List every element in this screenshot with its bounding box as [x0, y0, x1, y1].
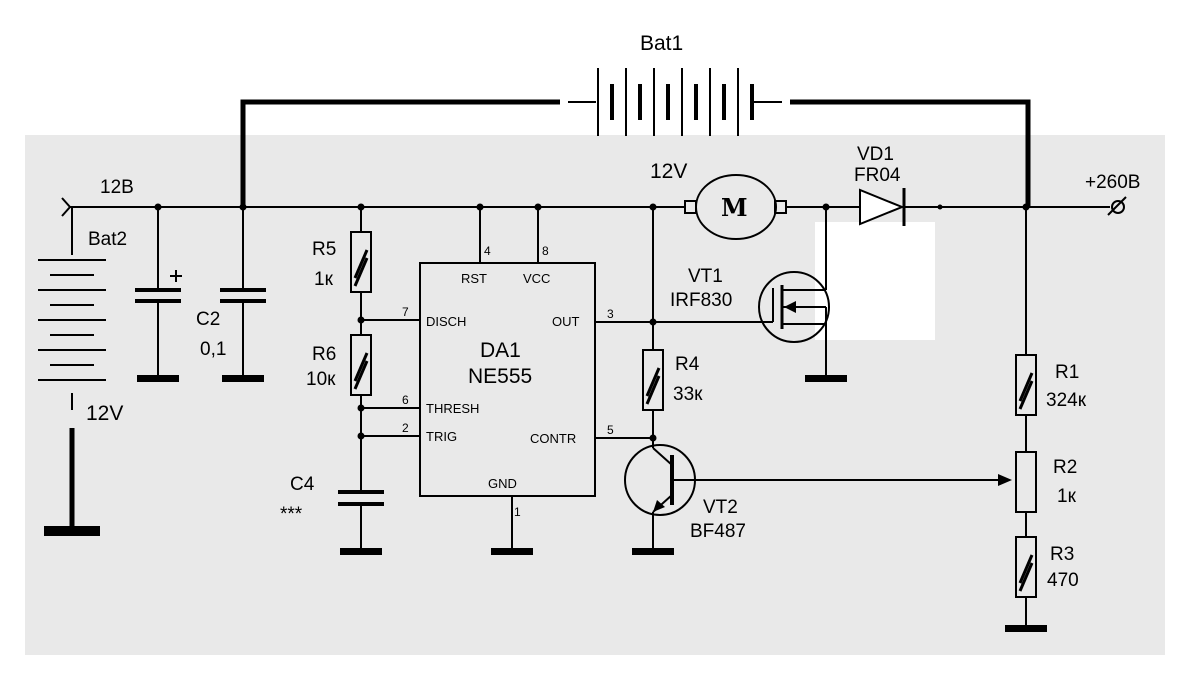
pin-number-7: 7 — [402, 305, 409, 319]
pin-number-6: 6 — [402, 393, 409, 407]
label-c2-value: 0,1 — [200, 339, 226, 360]
c2-ground — [222, 375, 264, 382]
junctions — [154, 203, 1030, 442]
label-c4-value: *** — [280, 504, 303, 525]
pin-trig: TRIG — [426, 429, 457, 444]
label-r2-value: 1к — [1057, 486, 1077, 507]
c1-ground — [137, 375, 179, 382]
label-vt1-part: IRF830 — [670, 290, 732, 311]
motor-terminal-right — [774, 200, 787, 214]
pin-contr: CONTR — [530, 431, 576, 446]
c4-ground — [340, 548, 382, 555]
label-r5-value: 1к — [314, 269, 334, 290]
label-r2-name: R2 — [1053, 457, 1077, 478]
label-output: +260B — [1085, 172, 1140, 193]
vt1-ground — [805, 375, 847, 382]
output-terminal-slash — [1107, 196, 1127, 216]
r2-wiper-arrow — [998, 474, 1012, 486]
bat1-wire-right — [790, 99, 1031, 207]
bat2-battery — [38, 207, 106, 410]
vt1-arrow — [784, 301, 796, 313]
label-c2-name: C2 — [196, 309, 220, 330]
pin-gnd: GND — [488, 476, 517, 491]
pin-number-1: 1 — [514, 505, 521, 519]
bat1-wire-left — [240, 99, 560, 207]
label-vt2-name: VT2 — [703, 497, 738, 518]
r3-ground — [1005, 625, 1047, 632]
transistor-vt1 — [758, 271, 830, 343]
pin-disch: DISCH — [426, 314, 466, 329]
vt2-ground — [632, 548, 674, 555]
label-r3-name: R3 — [1050, 544, 1074, 565]
label-vt1-name: VT1 — [688, 266, 723, 287]
label-r6-name: R6 — [312, 344, 336, 365]
label-r4-value: 33к — [673, 384, 703, 405]
pin-thresh: THRESH — [426, 401, 479, 416]
ic-ground — [491, 548, 533, 555]
pin-number-5: 5 — [607, 423, 614, 437]
label-r5-name: R5 — [312, 239, 336, 260]
label-vt2-part: BF487 — [690, 521, 746, 542]
capacitor-c4 — [338, 490, 384, 506]
capacitor-c2 — [220, 207, 266, 375]
label-rail-voltage: 12B — [100, 177, 134, 198]
pin-number-4: 4 — [484, 244, 491, 258]
label-da1-name: DA1 — [480, 339, 521, 362]
label-r4-name: R4 — [675, 354, 700, 375]
diode-vd1 — [859, 188, 905, 226]
label-c4-name: C4 — [290, 474, 315, 495]
pin-rst: RST — [461, 271, 487, 286]
label-r3-value: 470 — [1047, 570, 1079, 591]
label-bat2-voltage: 12V — [86, 402, 123, 425]
label-vd1-part: FR04 — [854, 165, 901, 186]
pin-number-2: 2 — [402, 421, 409, 435]
label-r1-value: 324к — [1046, 390, 1087, 411]
vt2-emitter-arrow — [653, 500, 665, 512]
pin-out: OUT — [552, 314, 580, 329]
ic-da1-ne555 — [419, 262, 596, 497]
label-da1-part: NE555 — [468, 365, 532, 388]
label-bat1: Bat1 — [640, 32, 683, 55]
motor-symbol: M — [721, 193, 748, 222]
capacitor-electrolytic — [135, 207, 182, 375]
label-r1-name: R1 — [1055, 362, 1079, 383]
input-terminal — [61, 197, 72, 217]
paper-white-patch — [815, 222, 935, 340]
bat1-battery — [568, 68, 782, 136]
label-r6-value: 10к — [306, 369, 336, 390]
label-motor-voltage: 12V — [650, 160, 687, 183]
pin-number-3: 3 — [607, 307, 614, 321]
label-bat2: Bat2 — [88, 229, 127, 250]
label-vd1-name: VD1 — [857, 144, 894, 165]
output-terminal — [1111, 200, 1125, 214]
bat2-ground-bar — [44, 526, 100, 536]
pin-vcc: VCC — [523, 271, 550, 286]
pin-number-8: 8 — [542, 244, 549, 258]
